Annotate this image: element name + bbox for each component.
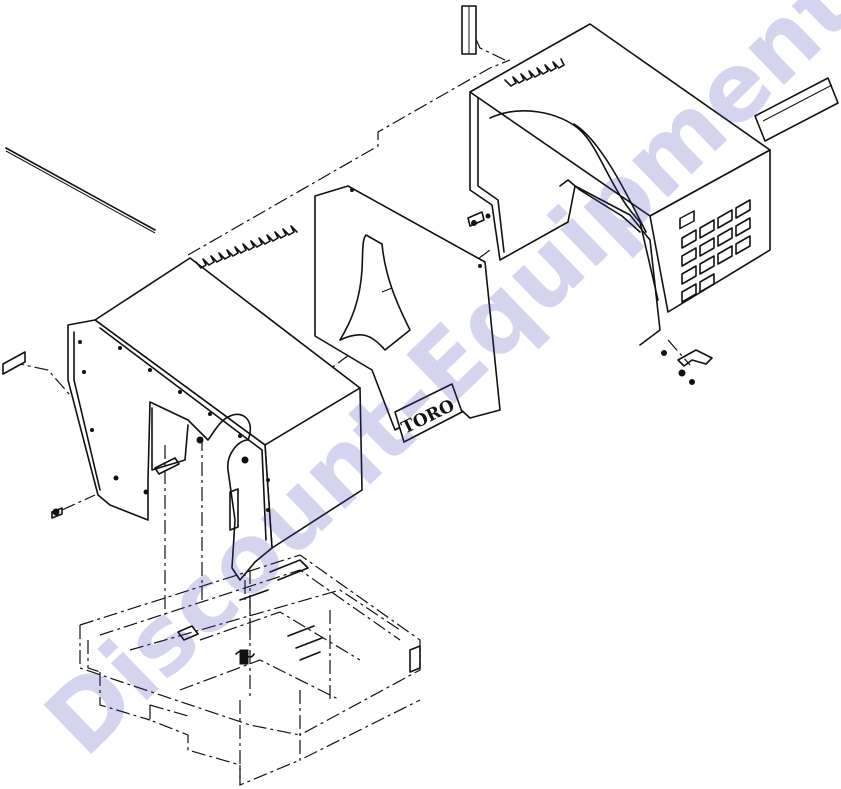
hood-fasteners [51, 436, 249, 519]
base-hinge-parts [177, 625, 421, 673]
rear-hood [467, 23, 771, 346]
hood-vent-grille [679, 199, 751, 303]
hood-rivets [78, 340, 270, 512]
front-hood [51, 225, 363, 581]
decal-top [461, 5, 477, 55]
base-frame [79, 554, 421, 786]
side-panel-insert: TORO [314, 185, 501, 443]
latch-hardware [661, 349, 713, 385]
decal-right [754, 77, 839, 142]
support-rod [5, 147, 156, 234]
decal-left [2, 351, 26, 375]
